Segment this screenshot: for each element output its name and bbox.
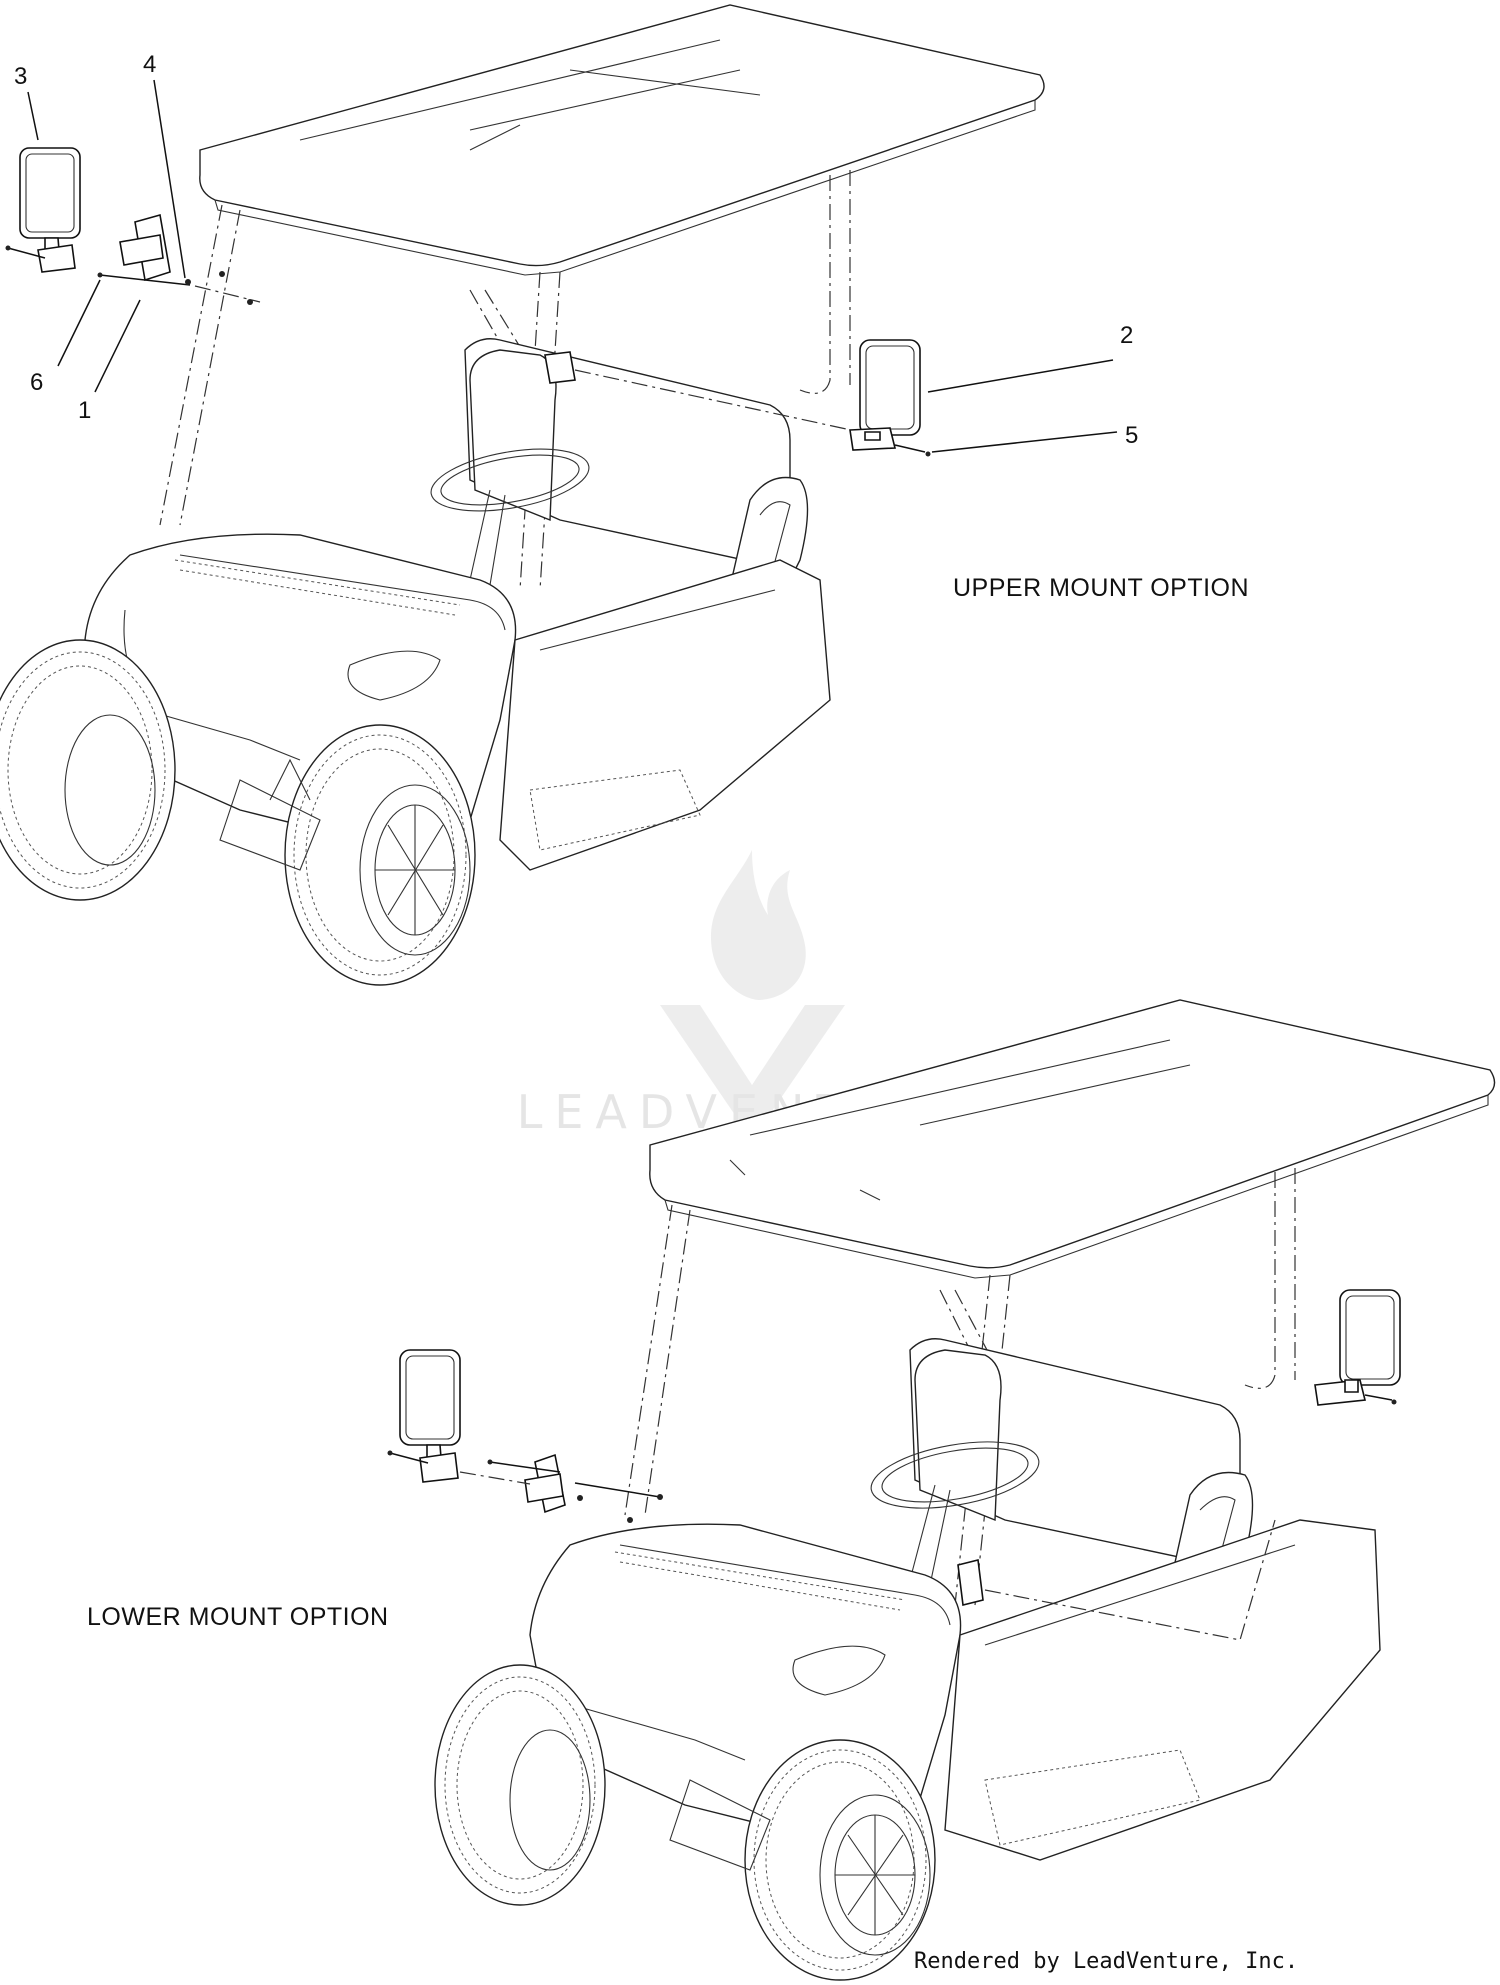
callout-2: 2 <box>1120 322 1133 349</box>
lower-mirror-right <box>1314 1289 1401 1406</box>
v-logo-icon <box>660 1005 845 1140</box>
callout-5: 5 <box>1125 422 1138 449</box>
upper-canopy <box>199 4 1045 267</box>
upper-bracket-left <box>97 213 191 286</box>
upper-golf-cart <box>0 4 1045 986</box>
callout-3: 3 <box>14 63 27 90</box>
lower-mount-caption: LOWER MOUNT OPTION <box>87 1603 389 1631</box>
upper-mirror-left <box>5 147 81 273</box>
upper-wheel-left <box>0 639 176 901</box>
callout-1: 1 <box>78 397 91 424</box>
lower-bracket-left <box>487 1453 663 1514</box>
callout-6: 6 <box>30 369 43 396</box>
upper-mirror-right <box>849 339 931 457</box>
lower-mirror-left <box>387 1349 461 1483</box>
lower-golf-cart <box>434 999 1496 1981</box>
callout-4: 4 <box>143 51 156 78</box>
flame-icon <box>710 850 806 1000</box>
upper-mount-caption: UPPER MOUNT OPTION <box>953 574 1249 602</box>
lower-wheel-left <box>434 1664 606 1906</box>
upper-wheel-right <box>284 724 476 986</box>
lower-canopy <box>649 999 1496 1269</box>
lower-wheel-right <box>744 1739 936 1981</box>
render-credit: Rendered by LeadVenture, Inc. <box>914 1949 1298 1974</box>
